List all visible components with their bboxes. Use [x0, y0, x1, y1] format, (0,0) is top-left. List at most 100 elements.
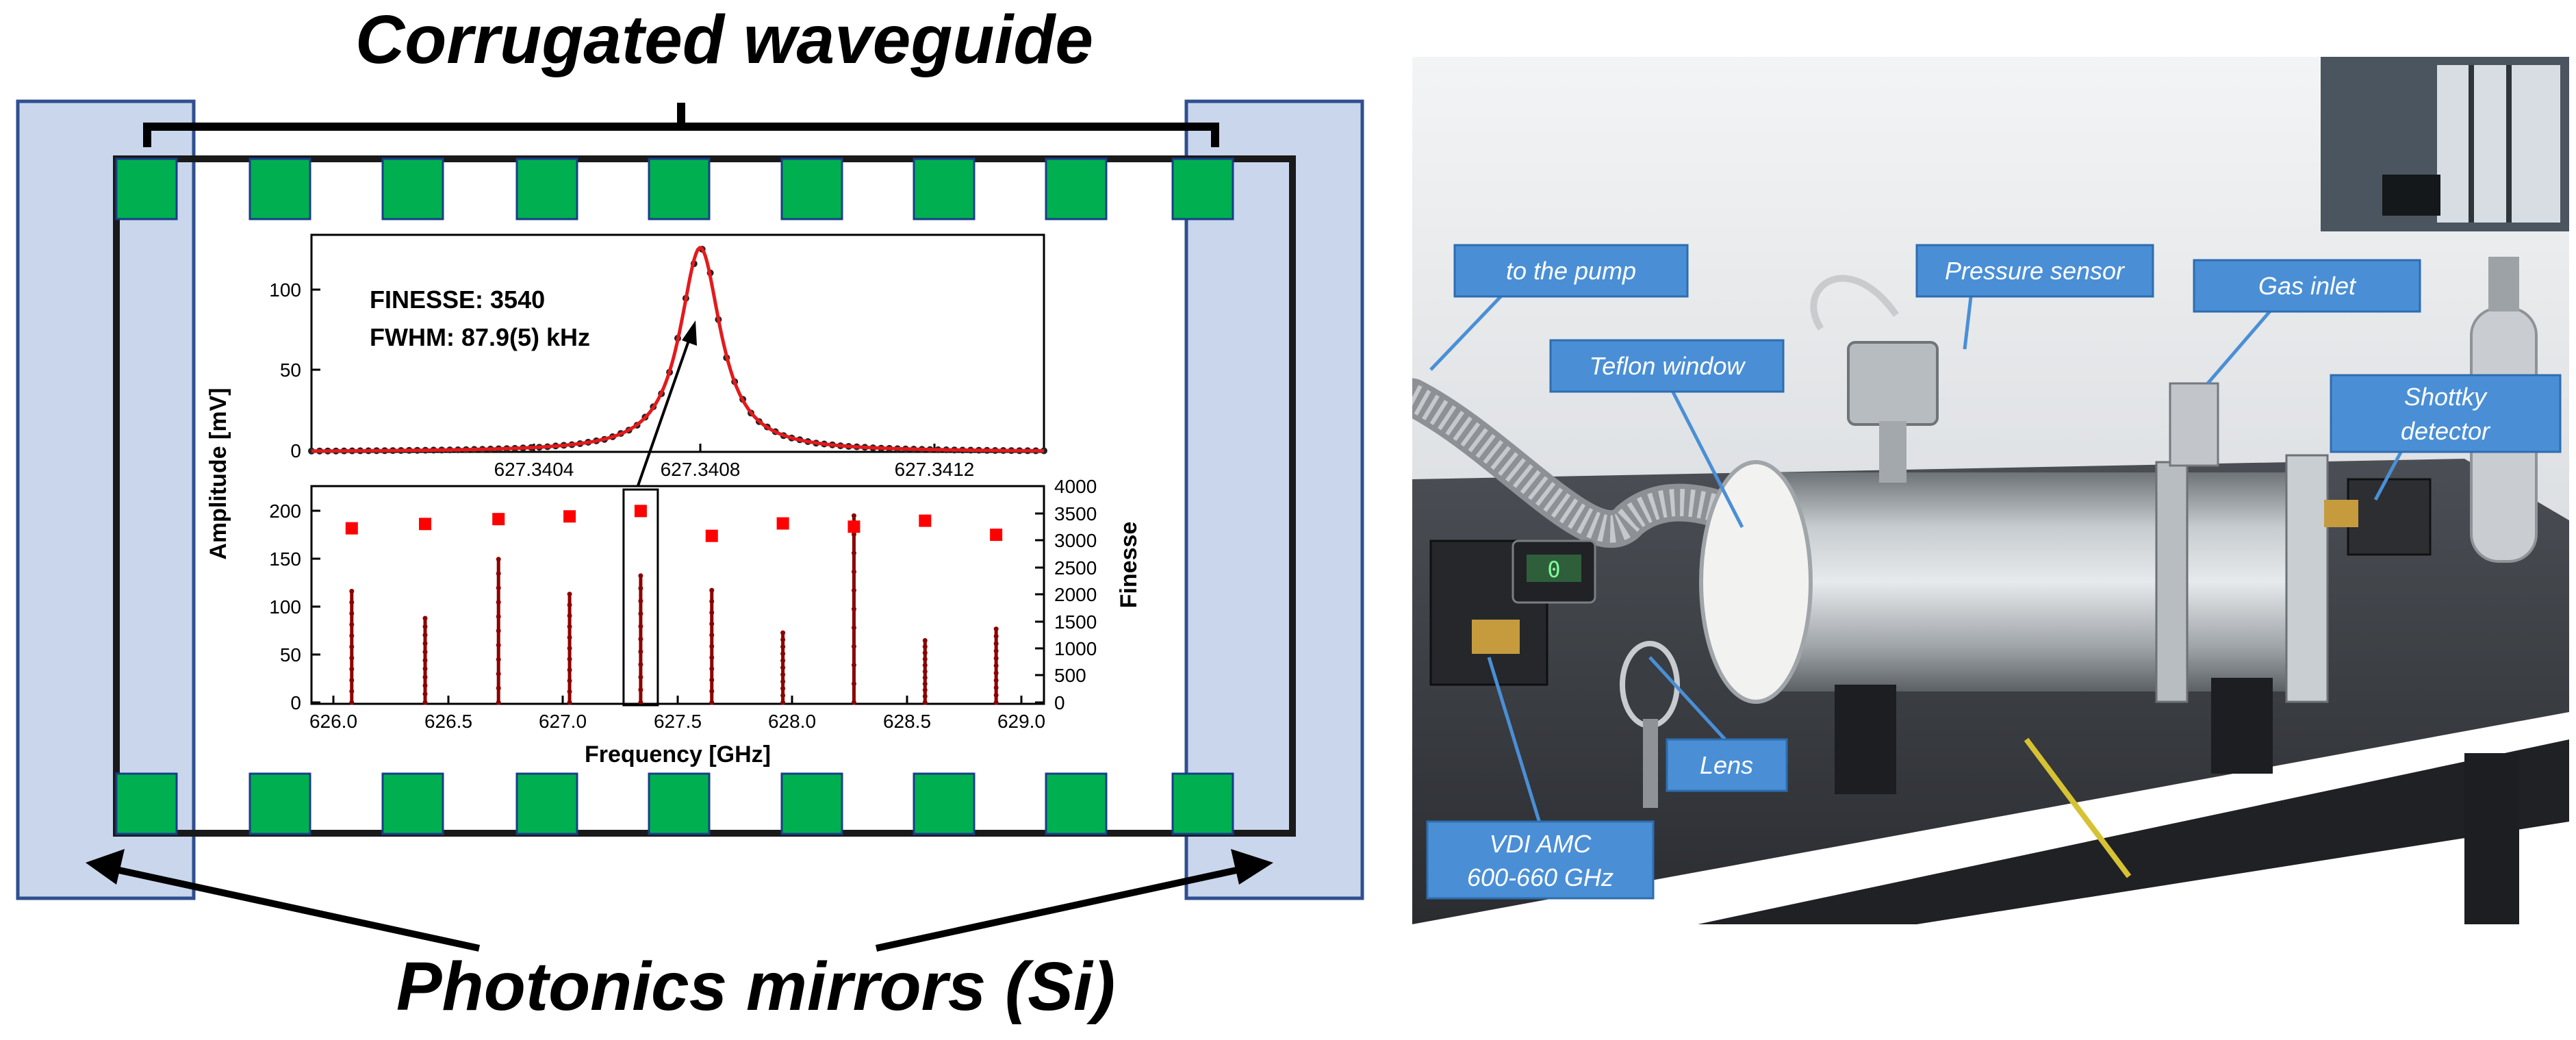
amplitude-point	[422, 666, 428, 672]
fwhm-annotation: FWHM: 87.9(5) kHz	[370, 323, 590, 351]
amplitude-point	[922, 694, 928, 699]
amplitude-point	[780, 637, 786, 642]
amplitude-point	[922, 657, 928, 662]
corrugation-top	[115, 157, 1234, 220]
label-vdi-line2: 600-660 GHz	[1467, 863, 1614, 891]
amplitude-point	[709, 644, 715, 649]
amplitude-point	[349, 589, 355, 594]
finesse-marker	[776, 517, 789, 530]
y-tick-label: 50	[280, 644, 301, 665]
amplitude-point	[422, 649, 428, 655]
gas-cylinder-valve	[2488, 257, 2519, 312]
arrow-to-right-mirror	[875, 865, 1247, 952]
amplitude-point	[993, 692, 999, 698]
pressure-sensor-body	[1847, 341, 1939, 426]
finesse-marker	[563, 510, 576, 523]
amplitude-point	[851, 607, 856, 612]
amplitude-point	[993, 685, 999, 690]
amplitude-point	[567, 678, 572, 683]
y-tick-label: 0	[290, 692, 301, 713]
amplitude-point	[422, 616, 428, 621]
corrugation-square	[1171, 772, 1234, 835]
amplitude-point	[567, 646, 572, 651]
amplitude-point	[349, 700, 355, 705]
y2-tick-label: 0	[1054, 692, 1065, 713]
label-pressure: Pressure sensor	[1945, 257, 2126, 285]
finesse-marker	[345, 522, 358, 535]
resonance-x-ticks: 627.3404 627.3408 627.3412	[494, 444, 974, 480]
amplitude-point	[638, 687, 643, 692]
amplitude-point	[567, 657, 572, 662]
amplitude-point	[922, 638, 928, 643]
x-tick-label: 627.3408	[661, 459, 741, 480]
y-tick-label: 0	[290, 440, 301, 461]
tube-support	[1835, 685, 1896, 794]
wall-monitor	[2382, 175, 2440, 216]
amplitude-point	[709, 633, 715, 638]
callout-leader	[2206, 307, 2274, 385]
amplitude-point	[851, 569, 856, 574]
y-tick-label: 200	[269, 500, 301, 522]
corrugation-square	[515, 772, 578, 835]
highlighted-resonance-box	[622, 488, 659, 707]
amplitude-point	[496, 628, 501, 633]
amplitude-point	[993, 633, 999, 639]
amplitude-point	[638, 649, 643, 655]
title-photonics-mirrors: Photonics mirrors (Si)	[396, 948, 1115, 1025]
finesse-marker	[847, 520, 860, 533]
amplitude-point	[851, 587, 856, 593]
amplitude-point	[496, 571, 501, 576]
gas-inlet-valve	[2169, 382, 2219, 467]
amplitude-point	[709, 598, 715, 604]
amplitude-point	[638, 611, 643, 616]
resonance-chart: 0 50 100 627.3404 627.3408 627.3412 FINE…	[269, 233, 1047, 480]
amplitude-point	[993, 641, 999, 646]
y2-tick-label: 2000	[1054, 584, 1097, 605]
finesse-marker	[419, 518, 431, 531]
detector-horn	[2324, 500, 2358, 527]
label-box-teflon	[1549, 339, 1785, 393]
y-tick-label: 150	[269, 548, 301, 570]
amplitude-point	[709, 689, 715, 694]
amplitude-point	[496, 614, 501, 619]
amplitude-point	[638, 573, 643, 579]
corrugation-square	[248, 157, 311, 220]
pump-hose-ridges	[1412, 385, 1785, 547]
title-corrugated-waveguide: Corrugated waveguide	[355, 1, 1093, 78]
label-shottky-line2: detector	[2401, 417, 2491, 445]
spectrum-marks	[345, 488, 1003, 707]
corrugation-square	[115, 157, 178, 220]
label-box-shottky	[2330, 374, 2562, 453]
y2-tick-label: 2500	[1054, 557, 1097, 579]
corrugation-square	[381, 157, 444, 220]
spectrum-y2-ticks: 0 500 1000 1500 2000 2500 3000 3500 4000	[1035, 476, 1097, 713]
tube-flange	[2285, 454, 2329, 703]
amplitude-point	[638, 636, 643, 642]
y-tick-label: 50	[280, 359, 301, 381]
amplitude-point	[638, 700, 643, 705]
amplitude-point	[422, 674, 428, 680]
label-lens: Lens	[1700, 751, 1753, 779]
photo-callouts: to the pump Pressure sensor Gas inlet Te…	[1426, 244, 2562, 900]
label-pump: to the pump	[1506, 257, 1636, 285]
label-teflon: Teflon window	[1590, 352, 1746, 380]
lens-post	[1643, 719, 1658, 808]
y2-tick-label: 1500	[1054, 611, 1097, 633]
amplitude-point	[780, 700, 786, 705]
amplitude-point	[851, 513, 856, 518]
corrugation-square	[1045, 772, 1108, 835]
amplitude-point	[993, 626, 999, 632]
table-leg	[2464, 753, 2519, 924]
amplitude-point	[567, 668, 572, 672]
zoom-arrow-line	[635, 336, 691, 490]
x-tick-label: 627.3404	[494, 459, 574, 480]
pressure-sensor-stem	[1879, 421, 1907, 483]
amplitude-point	[709, 621, 715, 626]
label-box-pressure	[1915, 244, 2154, 298]
tube-support	[2211, 678, 2273, 774]
callout-leader	[1963, 290, 1974, 350]
amplitude-point	[567, 613, 572, 618]
amplitude-point	[780, 672, 786, 677]
amplitude-point	[496, 685, 501, 691]
y-axis-label: Amplitude [mV]	[205, 388, 231, 559]
